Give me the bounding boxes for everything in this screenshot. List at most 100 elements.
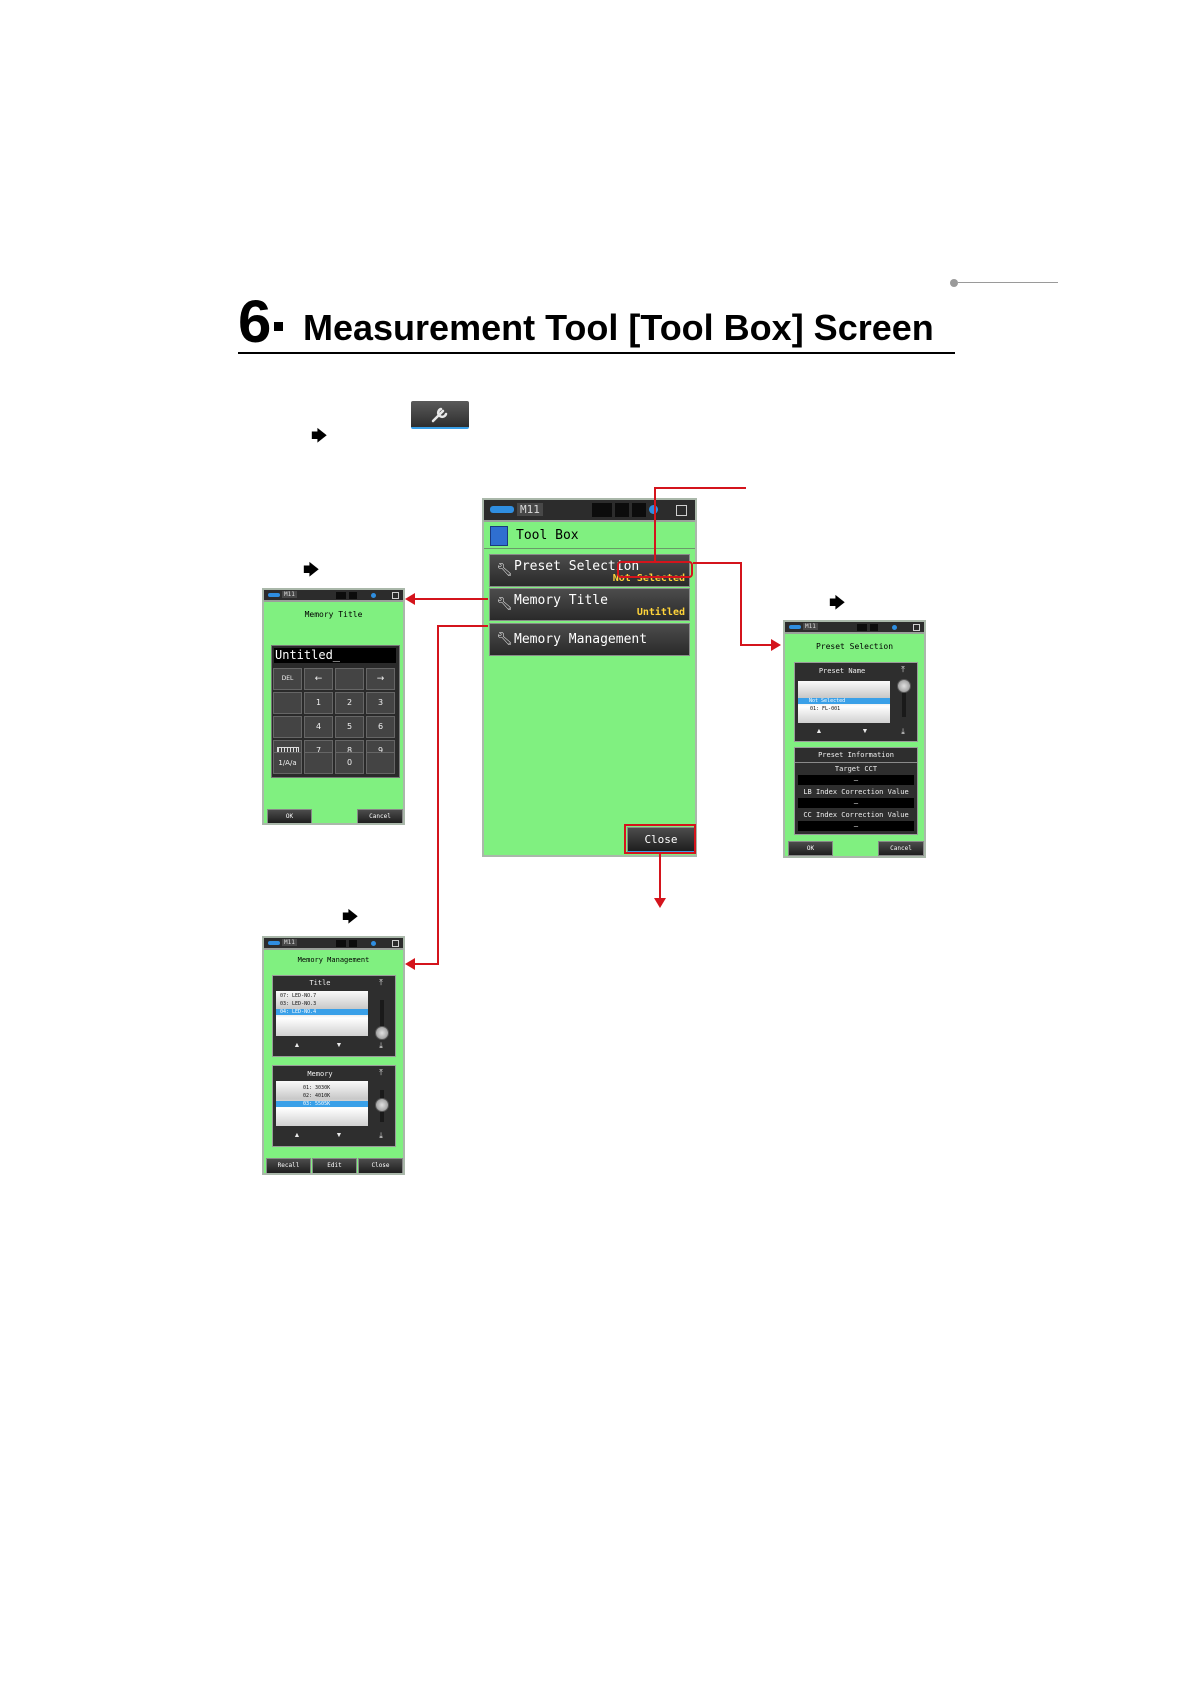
recall-button[interactable]: Recall	[266, 1158, 311, 1173]
tool-box-button[interactable]	[411, 401, 469, 429]
blank-key[interactable]	[366, 752, 395, 774]
memory-panel: Memory 01: 3030K 02: 4010K 03: 5505K ⤒ ▲…	[272, 1065, 396, 1147]
preset-list[interactable]: Not Selected 01: FL-001	[798, 681, 890, 723]
cancel-button[interactable]: Cancel	[357, 809, 403, 823]
channel-indicator	[490, 506, 514, 513]
key-3[interactable]: 3	[366, 692, 395, 714]
scroll-bottom-icon[interactable]: ⤓	[379, 1041, 383, 1050]
up-arrow-icon[interactable]: ▲	[293, 1132, 301, 1139]
title-list[interactable]: 07: LED-NO.7 03: LED-NO.3 04: LED-NO.4	[276, 991, 368, 1036]
chapter-title: Measurement Tool [Tool Box] Screen	[303, 307, 934, 348]
memory-label: M11	[517, 503, 543, 516]
list-item[interactable]: 03: LED-NO.3	[280, 1001, 317, 1007]
status-block	[349, 592, 357, 599]
memory-list[interactable]: 01: 3030K 02: 4010K 03: 5505K	[276, 1081, 368, 1126]
menu-item-value: Untitled	[636, 607, 685, 618]
right-arrow-icon: 🡆	[303, 562, 320, 579]
channel-indicator	[268, 941, 280, 945]
callout-line	[740, 562, 742, 645]
memory-label: M11	[803, 623, 818, 630]
scrollbar[interactable]	[902, 685, 906, 717]
title-rule	[238, 352, 955, 354]
list-item[interactable]: 01: FL-001	[810, 706, 841, 712]
key-1[interactable]: 1	[304, 692, 333, 714]
up-arrow-icon[interactable]: ▲	[293, 1042, 301, 1049]
list-item-selected[interactable]: Not Selected	[798, 698, 890, 704]
status-block	[632, 503, 646, 517]
close-button[interactable]: Close	[627, 827, 695, 853]
cc-index-value: —	[798, 821, 914, 831]
callout-line	[659, 854, 661, 898]
panel-heading: Preset Information	[818, 751, 894, 759]
memory-label: M11	[282, 939, 297, 946]
scrollbar[interactable]	[380, 1000, 384, 1032]
not-selected-highlight	[617, 561, 693, 578]
battery-icon	[392, 940, 399, 947]
blank-key[interactable]	[335, 668, 364, 690]
blank-key[interactable]	[273, 716, 302, 738]
scroll-top-icon[interactable]: ⤒	[901, 665, 905, 674]
scroll-knob[interactable]	[375, 1098, 389, 1112]
status-bar: M11	[484, 500, 695, 522]
page-marker-line	[958, 282, 1058, 283]
list-item[interactable]: 02: 4010K	[303, 1093, 331, 1099]
wrench-icon: 🔧︎	[496, 631, 513, 646]
tool-box-screen: M11 Tool Box 🔧︎ Preset Selection Not Sel…	[482, 498, 697, 857]
callout-line	[654, 487, 656, 563]
list-item[interactable]: 01: 3030K	[303, 1085, 331, 1091]
menu-item-label: Preset Selection	[514, 559, 640, 574]
memory-title-screen: M11 Memory Title Untitled_ DEL ← → 1 2 3…	[262, 588, 405, 825]
connection-icon	[649, 505, 658, 514]
status-bar: M11	[785, 622, 924, 634]
list-item-selected[interactable]: 03: 5505K	[276, 1101, 368, 1107]
memory-management-screen: M11 Memory Management Title 07: LED-NO.7…	[262, 936, 405, 1175]
ok-button[interactable]: OK	[267, 809, 312, 823]
scroll-bottom-icon[interactable]: ⤓	[901, 727, 905, 736]
status-block	[870, 624, 878, 631]
panel-heading: Preset Name	[818, 667, 866, 675]
scroll-top-icon[interactable]: ⤒	[379, 978, 383, 987]
ok-button[interactable]: OK	[788, 841, 833, 856]
cancel-button[interactable]: Cancel	[878, 841, 924, 856]
callout-line	[415, 598, 488, 600]
key-2[interactable]: 2	[335, 692, 364, 714]
close-button[interactable]: Close	[358, 1158, 403, 1173]
menu-item-memory-title[interactable]: 🔧︎ Memory Title Untitled	[489, 588, 690, 621]
blank-key[interactable]	[304, 752, 333, 774]
list-item[interactable]: 07: LED-NO.7	[280, 993, 317, 999]
key-5[interactable]: 5	[335, 716, 364, 738]
right-key[interactable]: →	[366, 668, 395, 690]
title-input[interactable]: Untitled_	[274, 648, 396, 663]
preset-info-panel: Preset Information Target CCT — LB Index…	[794, 747, 918, 835]
lb-index-label: LB Index Correction Value	[803, 788, 909, 796]
panel-heading: Memory	[307, 1070, 333, 1078]
menu-item-memory-management[interactable]: 🔧︎ Memory Management	[489, 623, 690, 656]
callout-line	[740, 644, 772, 646]
mode-key[interactable]: 1/A/a	[273, 752, 302, 774]
menu-item-preset-selection[interactable]: 🔧︎ Preset Selection Not Selected	[489, 554, 690, 587]
toolbox-icon	[490, 526, 508, 546]
scroll-knob[interactable]	[375, 1026, 389, 1040]
callout-line	[654, 487, 746, 489]
scroll-top-icon[interactable]: ⤒	[379, 1068, 383, 1077]
key-4[interactable]: 4	[304, 716, 333, 738]
edit-button[interactable]: Edit	[312, 1158, 357, 1173]
key-0[interactable]: 0	[335, 752, 364, 774]
down-arrow-icon[interactable]: ▼	[335, 1042, 343, 1049]
key-6[interactable]: 6	[366, 716, 395, 738]
target-cct-value: —	[798, 775, 914, 785]
callout-arrowhead	[405, 593, 415, 605]
title-panel: Title 07: LED-NO.7 03: LED-NO.3 04: LED-…	[272, 975, 396, 1057]
del-key[interactable]: DEL	[273, 668, 302, 690]
scroll-bottom-icon[interactable]: ⤓	[379, 1131, 383, 1140]
list-item-selected[interactable]: 04: LED-NO.4	[276, 1009, 368, 1015]
down-arrow-icon[interactable]: ▼	[861, 728, 869, 735]
channel-indicator	[268, 593, 280, 597]
scroll-knob[interactable]	[897, 679, 911, 693]
up-arrow-icon[interactable]: ▲	[815, 728, 823, 735]
battery-icon	[676, 505, 687, 516]
blank-key[interactable]	[273, 692, 302, 714]
left-key[interactable]: ←	[304, 668, 333, 690]
down-arrow-icon[interactable]: ▼	[335, 1132, 343, 1139]
callout-arrowhead	[405, 958, 415, 970]
